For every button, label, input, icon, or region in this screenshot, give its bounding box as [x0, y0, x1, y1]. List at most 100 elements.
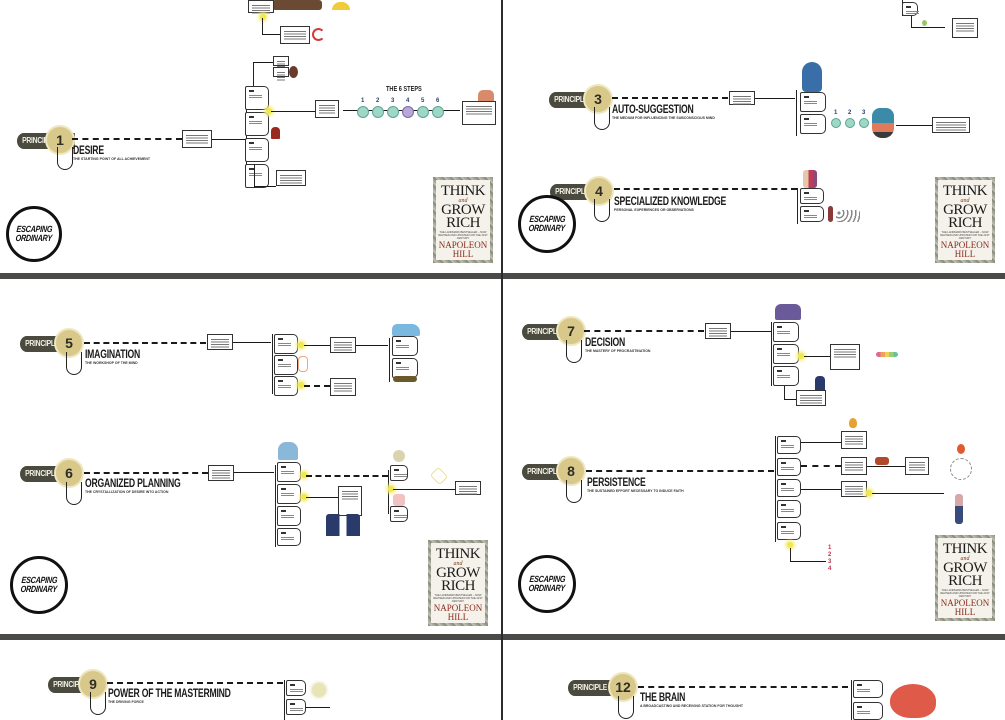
chess-illustration	[326, 514, 360, 536]
branch-card	[773, 344, 799, 364]
tangled-mind-illustration	[950, 458, 972, 480]
panel-divider-vertical	[501, 0, 503, 720]
note-card	[330, 337, 356, 353]
branch-card	[286, 680, 306, 696]
connector-line	[262, 18, 263, 34]
step-number: 3	[862, 110, 866, 116]
book-title-and: and	[453, 561, 463, 567]
branch-card	[853, 702, 883, 720]
principle-subtitle: The driving force	[108, 700, 144, 704]
diamond-illustration	[429, 466, 449, 486]
note-card	[273, 67, 289, 81]
branch-card	[800, 206, 824, 222]
connector-line	[784, 399, 796, 400]
book-title-and: and	[960, 556, 970, 562]
step-number: 1	[828, 545, 832, 551]
clip-hook	[594, 199, 610, 222]
meditating-figure-illustration	[872, 108, 894, 138]
connector-line	[107, 682, 283, 684]
connector-line	[584, 330, 704, 332]
book-title: GROW	[943, 560, 987, 576]
brain-illustration	[890, 684, 936, 718]
step-number: 2	[376, 98, 380, 104]
connector-line	[790, 548, 791, 562]
clip-hook	[57, 147, 73, 170]
people-illustration	[478, 90, 494, 102]
book-tagline: THE LANDMARK BESTSELLER – NOW REVISED AN…	[940, 589, 990, 598]
book-cover: THINK and GROW RICH THE LANDMARK BESTSEL…	[428, 540, 488, 626]
branch-card	[286, 699, 306, 715]
connector-line	[233, 342, 271, 343]
step-number: 4	[828, 566, 832, 572]
note-card	[796, 390, 826, 406]
connector-line	[867, 466, 905, 467]
note-card	[280, 26, 310, 44]
connector-line	[254, 164, 255, 188]
note-card	[905, 457, 929, 475]
branch-card	[277, 528, 301, 546]
highlight-dot	[388, 486, 394, 492]
book-tagline: THE LANDMARK BESTSELLER – NOW REVISED AN…	[433, 594, 483, 603]
robot-illustration	[393, 494, 405, 506]
clip-hook	[90, 692, 106, 715]
note-card	[830, 344, 860, 370]
connector-line	[84, 472, 208, 474]
note-card	[182, 130, 212, 148]
books-illustration	[875, 457, 889, 465]
principle-title: DESIRE	[73, 143, 104, 157]
branch-card	[274, 355, 298, 375]
principle-title: ORGANIZED PLANNING	[85, 476, 181, 490]
note-card	[338, 486, 362, 516]
connector-line	[797, 188, 798, 224]
note-card	[952, 18, 978, 38]
branch-card	[245, 112, 269, 136]
lightbulb-illustration	[393, 450, 405, 462]
connector-line	[804, 356, 830, 357]
connector-line	[275, 465, 276, 547]
step-circle	[845, 118, 855, 128]
connector-line	[84, 342, 206, 344]
gold-illustration	[332, 2, 350, 10]
principle-title: THE BRAIN	[640, 690, 686, 704]
book-title: THINK	[942, 541, 988, 557]
connector-line	[614, 188, 797, 190]
connector-line	[911, 27, 945, 28]
step-number: 2	[828, 552, 832, 558]
branch-card	[853, 680, 883, 698]
branch-card	[902, 2, 919, 16]
fire-illustration	[849, 418, 857, 428]
connector-line	[356, 345, 388, 346]
rating-dots-illustration	[876, 352, 898, 357]
connector-line	[638, 686, 848, 688]
principle-subtitle: The starting point of all achievement	[73, 157, 150, 161]
branch-card	[773, 322, 799, 342]
highlight-dot	[798, 353, 804, 359]
connector-line	[389, 338, 390, 382]
connector-line	[72, 138, 182, 140]
connector-line	[801, 465, 841, 467]
coin-illustration	[272, 0, 322, 10]
branch-card	[800, 114, 826, 134]
step-number: 3	[391, 98, 395, 104]
book-title-and: and	[960, 198, 970, 204]
book-author: HILL	[954, 607, 976, 617]
highlight-dot	[260, 14, 266, 20]
note-card	[932, 117, 970, 133]
step-circle	[402, 106, 414, 118]
book-title: GROW	[943, 202, 987, 218]
highlight-dot	[787, 542, 793, 548]
terrain-illustration	[393, 376, 417, 382]
logo-text: ORDINARY	[20, 584, 58, 594]
book-cover: THINK and GROW RICH THE LANDMARK BESTSEL…	[935, 535, 995, 621]
branch-card	[390, 465, 408, 481]
plant-illustration	[922, 20, 927, 26]
connector-line	[212, 139, 246, 140]
step-number: 6	[436, 98, 440, 104]
step-number: 5	[421, 98, 425, 104]
clip-hook	[594, 107, 610, 130]
step-number: 1	[361, 98, 365, 104]
thinking-person-illustration	[815, 376, 825, 390]
magnet-icon	[312, 28, 325, 41]
book-author: HILL	[447, 612, 469, 622]
connector-line	[254, 186, 276, 187]
